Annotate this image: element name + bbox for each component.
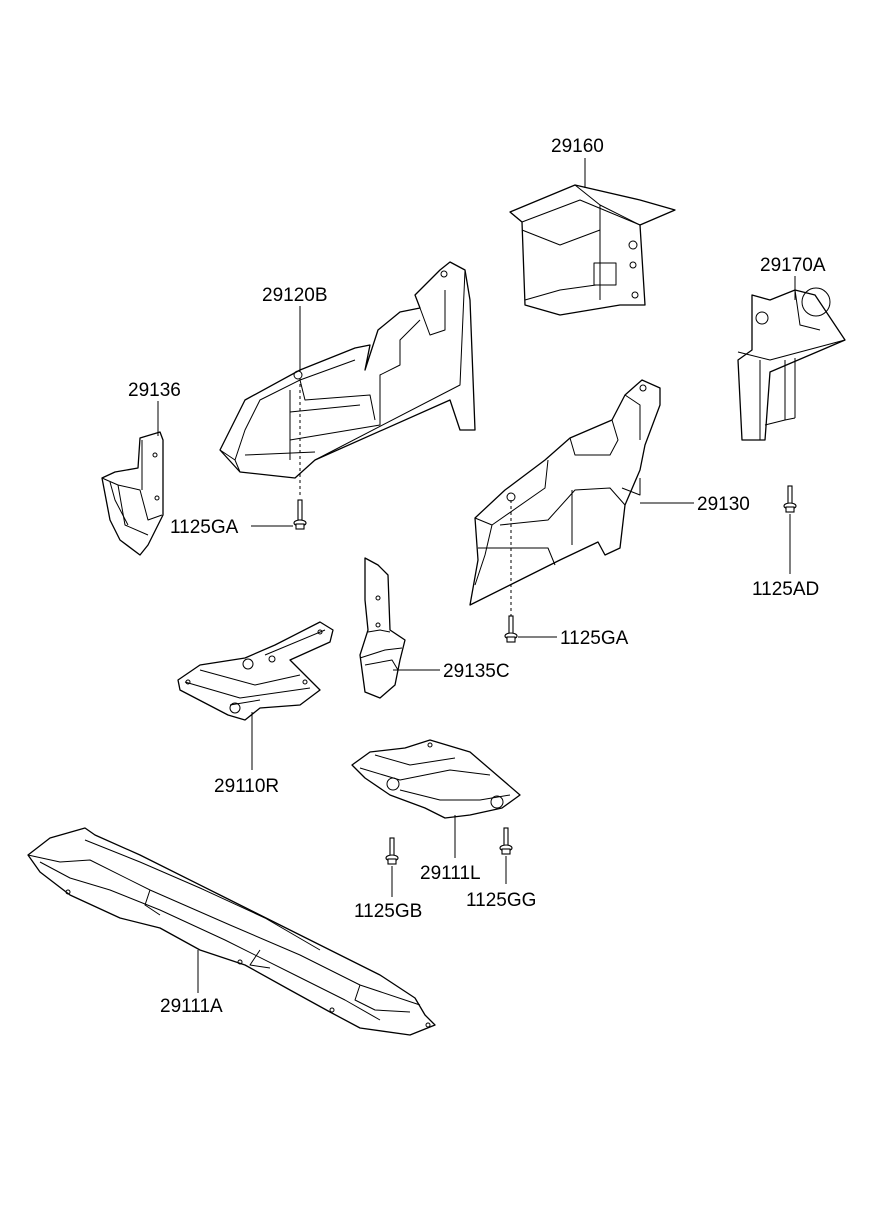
bolt-1125GA-left-icon (293, 499, 307, 530)
part-29120B-shape[interactable] (219, 261, 476, 479)
label-29170A: 29170A (760, 255, 826, 276)
label-1125GB: 1125GB (354, 901, 422, 922)
label-29111L: 29111L (420, 863, 481, 884)
part-29130-shape[interactable] (469, 379, 661, 606)
label-1125AD: 1125AD (752, 579, 819, 600)
part-29160-shape[interactable] (509, 184, 676, 316)
label-29120B: 29120B (262, 285, 328, 306)
label-29160: 29160 (551, 136, 604, 157)
part-29170A-shape[interactable] (737, 287, 846, 441)
label-29135C: 29135C (443, 661, 510, 682)
label-29130: 29130 (697, 494, 750, 515)
bolt-1125GG-icon (499, 827, 513, 855)
part-29110R-shape[interactable] (177, 621, 334, 721)
label-1125GA-left: 1125GA (170, 517, 239, 538)
label-1125GA-right: 1125GA (560, 628, 629, 649)
part-29111A-shape[interactable] (27, 827, 436, 1036)
label-1125GG: 1125GG (466, 890, 536, 911)
bolt-1125GA-right-icon (504, 615, 518, 643)
part-29135C-shape[interactable] (359, 557, 406, 699)
bolt-1125GB-icon (385, 837, 399, 865)
part-29111L-shape[interactable] (351, 739, 521, 819)
bolt-1125AD-icon (783, 485, 797, 513)
label-29111A: 29111A (160, 996, 223, 1017)
label-29110R: 29110R (214, 776, 279, 797)
label-29136: 29136 (128, 380, 181, 401)
part-29136-shape[interactable] (101, 431, 164, 556)
